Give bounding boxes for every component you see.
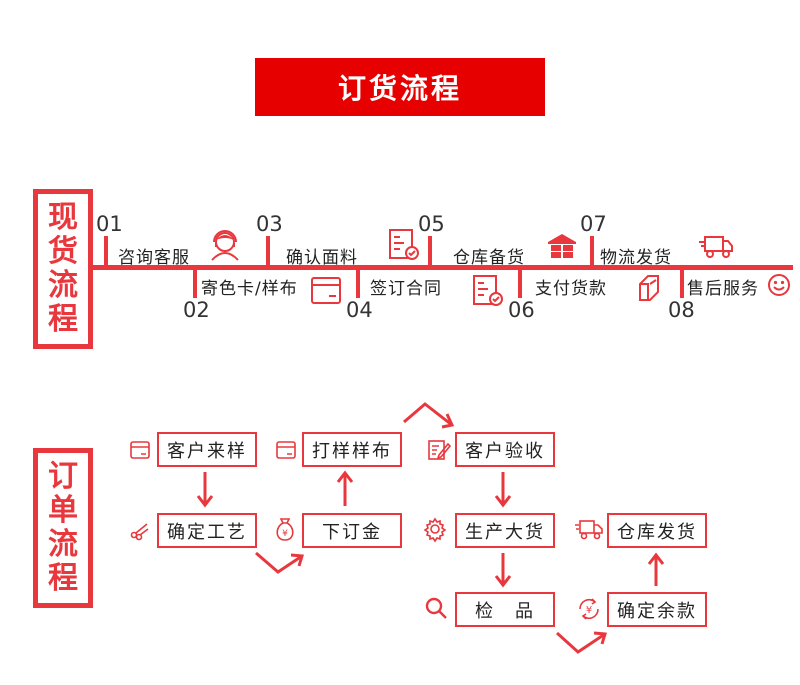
- tick-03: [266, 236, 270, 268]
- arrow-head: [494, 495, 512, 508]
- arrow-head: [494, 575, 512, 588]
- money-bag-icon: ¥: [276, 518, 294, 541]
- step-label: 寄色卡/样布: [201, 279, 298, 299]
- xianhuo-char: 现: [48, 200, 78, 235]
- svg-text:¥: ¥: [586, 605, 592, 616]
- customer-service-icon: [211, 230, 239, 261]
- xianhuo-char: 程: [48, 302, 78, 337]
- step-number: 07: [580, 212, 607, 236]
- timeline-main: [93, 265, 793, 270]
- tick-01: [104, 236, 108, 268]
- delivery-truck-icon: [575, 520, 603, 540]
- arrow-head: [647, 552, 665, 565]
- search-icon: [425, 597, 447, 619]
- step-label: 签订合同: [370, 279, 442, 299]
- step-label: 支付货款: [535, 279, 607, 299]
- box-customer-sample: 客户来样: [157, 432, 257, 467]
- chevron-connector: [555, 631, 606, 654]
- edit-document-icon: [428, 440, 452, 460]
- tick-08: [680, 268, 684, 298]
- tick-06: [518, 268, 522, 298]
- step-number: 02: [183, 298, 210, 322]
- box-production: 生产大货: [455, 513, 555, 548]
- smile-icon: [768, 274, 790, 296]
- box-confirm-process: 确定工艺: [157, 513, 257, 548]
- arrow-head: [196, 495, 214, 508]
- xianhuo-char: 货: [48, 234, 78, 269]
- warehouse-icon: [548, 234, 576, 258]
- box-inspection: 检 品: [455, 592, 555, 627]
- scissors-icon: [130, 523, 149, 541]
- gear-icon: [423, 517, 447, 543]
- step-number: 05: [418, 212, 445, 236]
- sample-box-icon: [276, 441, 296, 459]
- step-number: 03: [256, 212, 283, 236]
- step-label: 物流发货: [600, 248, 672, 268]
- svg-text:¥: ¥: [282, 529, 288, 539]
- dingdan-char: 流: [48, 527, 78, 562]
- step-label: 咨询客服: [118, 248, 190, 268]
- tick-02: [193, 268, 197, 298]
- dingdan-char: 程: [48, 561, 78, 596]
- dingdan-char: 订: [48, 459, 78, 494]
- tick-07: [590, 236, 594, 268]
- arrow-head: [336, 470, 354, 483]
- payment-icon: [639, 275, 659, 301]
- step-label: 售后服务: [687, 279, 759, 299]
- chevron-connector: [403, 402, 453, 427]
- dingdan-label-box: 订 单 流 程: [33, 448, 93, 608]
- xianhuo-char: 流: [48, 268, 78, 303]
- sample-box-icon: [311, 277, 341, 304]
- box-warehouse-ship: 仓库发货: [607, 513, 707, 548]
- dingdan-char: 单: [48, 493, 78, 528]
- step-number: 01: [96, 212, 123, 236]
- box-balance: 确定余款: [607, 592, 707, 627]
- chevron-head: [290, 553, 304, 567]
- step-number: 08: [668, 298, 695, 322]
- step-number: 04: [346, 298, 373, 322]
- xianhuo-label-box: 现 货 流 程: [33, 189, 93, 349]
- box-sampling: 打样样布: [302, 432, 402, 467]
- document-check-icon: [389, 229, 419, 260]
- chevron-head: [593, 631, 607, 645]
- tick-04: [356, 268, 360, 298]
- box-acceptance: 客户验收: [455, 432, 555, 467]
- delivery-truck-icon: [699, 236, 733, 258]
- step-label: 仓库备货: [453, 248, 525, 268]
- page-title: 订货流程: [255, 58, 545, 116]
- box-deposit: 下订金: [302, 513, 402, 548]
- step-label: 确认面料: [286, 248, 358, 268]
- step-number: 06: [508, 298, 535, 322]
- sample-box-icon: [130, 441, 150, 459]
- currency-cycle-icon: ¥: [579, 598, 599, 620]
- tick-05: [428, 236, 432, 268]
- chevron-connector: [255, 551, 303, 574]
- chevron-head: [441, 413, 455, 429]
- contract-icon: [473, 275, 503, 306]
